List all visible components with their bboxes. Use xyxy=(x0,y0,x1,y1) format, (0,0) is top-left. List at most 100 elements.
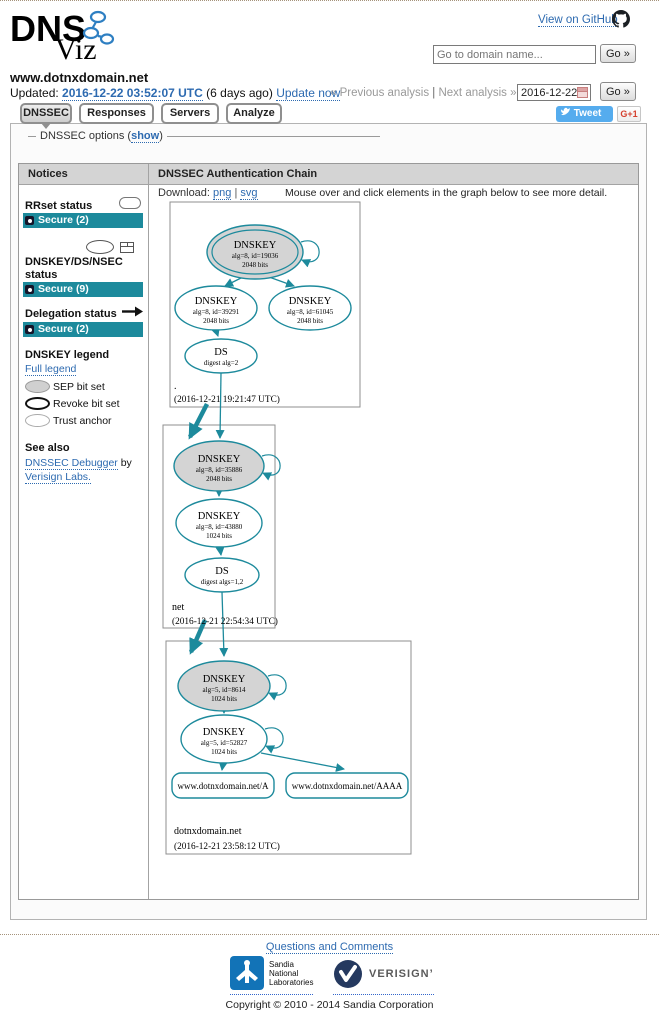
download-png-link[interactable]: png xyxy=(213,187,232,200)
zone-timestamp-dotnxdomain: (2016-12-21 23:58:12 UTC) xyxy=(174,841,280,852)
svg-text:www.dotnxdomain.net/AAAA: www.dotnxdomain.net/AAAA xyxy=(292,781,403,791)
edge-net-ds-to-dnskey[interactable] xyxy=(219,591,229,657)
svg-text:DS: DS xyxy=(214,347,228,358)
zone-root: DNSKEY alg=8, id=19036 2048 bits DNSKEY … xyxy=(174,224,352,405)
date-go-button[interactable]: Go » xyxy=(600,82,636,101)
header-divider xyxy=(0,0,659,1)
dnskey-node-root-zsk2[interactable]: DNSKEY alg=8, id=61045 2048 bits xyxy=(268,285,352,331)
full-legend-link[interactable]: Full legend xyxy=(25,363,77,376)
verisign-logo xyxy=(334,960,362,988)
self-loop-icon xyxy=(267,674,287,701)
svg-text:DNSKEY: DNSKEY xyxy=(203,674,246,685)
edge-ksk-to-zsk1[interactable] xyxy=(224,276,244,287)
edge-root-delegation[interactable] xyxy=(187,402,210,440)
verisign-labs-link[interactable]: Verisign Labs. xyxy=(25,471,91,484)
delegation-status-title: Delegation status xyxy=(25,308,117,320)
updated-time-link[interactable]: 2016-12-22 03:52:07 UTC xyxy=(62,86,203,101)
tab-responses[interactable]: Responses xyxy=(79,103,154,124)
edge-zsk-to-ds[interactable] xyxy=(211,326,220,337)
svg-text:alg=8, id=61045: alg=8, id=61045 xyxy=(287,308,334,316)
edge-root-ds-to-net-dnskey[interactable] xyxy=(215,372,225,439)
dnssec-chain-graph[interactable]: DNSKEY alg=8, id=19036 2048 bits DNSKEY … xyxy=(150,196,630,896)
download-svg-link[interactable]: svg xyxy=(240,187,258,200)
dnskey-node-net-ksk[interactable]: DNSKEY alg=8, id=35886 2048 bits xyxy=(173,440,265,492)
previous-analysis-link[interactable]: « Previous analysis xyxy=(330,87,430,99)
fieldset-line-right xyxy=(166,135,380,137)
legend-item-sep: SEP bit set xyxy=(25,380,105,394)
self-loop-icon xyxy=(300,240,320,268)
svg-text:1024 bits: 1024 bits xyxy=(211,695,237,703)
logo-dns-text: DNS xyxy=(10,8,86,49)
svg-text:DNSKEY: DNSKEY xyxy=(289,296,332,307)
zone-timestamp-root: (2016-12-21 19:21:47 UTC) xyxy=(174,394,280,405)
svg-text:DNSKEY: DNSKEY xyxy=(234,240,277,251)
twitter-bird-icon xyxy=(561,107,570,116)
edge-zsk-to-ds[interactable] xyxy=(215,546,225,556)
update-now-link[interactable]: Update now xyxy=(276,86,341,101)
svg-text:digest alg=2: digest alg=2 xyxy=(204,359,239,367)
zone-name-root: . xyxy=(174,381,177,392)
options-show-link[interactable]: show xyxy=(131,130,160,143)
status-dot-icon xyxy=(25,285,34,294)
svg-text:1024 bits: 1024 bits xyxy=(211,748,237,756)
dnskey-legend-title: DNSKEY legend xyxy=(25,349,110,361)
calendar-icon[interactable] xyxy=(577,87,588,98)
next-analysis-link[interactable]: Next analysis » xyxy=(438,87,517,99)
status-dot-icon xyxy=(25,216,34,225)
svg-text:DNSKEY: DNSKEY xyxy=(195,296,238,307)
svg-text:www.dotnxdomain.net/A: www.dotnxdomain.net/A xyxy=(178,781,269,791)
edge-zsk-to-rrset-aaaa[interactable] xyxy=(260,752,345,772)
questions-comments-link[interactable]: Questions and Comments xyxy=(265,941,394,954)
svg-text:DNSKEY: DNSKEY xyxy=(198,454,241,465)
dnskey-node-dotnx-ksk[interactable]: DNSKEY alg=5, id=8614 1024 bits xyxy=(177,660,271,712)
svg-text:alg=8, id=39291: alg=8, id=39291 xyxy=(193,308,240,316)
rrset-status-badge[interactable]: Secure (2) xyxy=(23,213,143,228)
svg-text:alg=5, id=52827: alg=5, id=52827 xyxy=(201,739,248,747)
search-go-button[interactable]: Go » xyxy=(600,44,636,63)
sandia-logo xyxy=(230,956,264,990)
svg-text:digest algs=1,2: digest algs=1,2 xyxy=(201,578,244,586)
tab-dnssec[interactable]: DNSSEC xyxy=(20,103,72,124)
gplus-button[interactable]: G+1 xyxy=(617,106,641,122)
edge-ksk-to-zsk2[interactable] xyxy=(268,276,295,288)
svg-text:2048 bits: 2048 bits xyxy=(206,475,232,483)
self-loop-icon xyxy=(261,454,281,481)
tab-analyze[interactable]: Analyze xyxy=(226,103,282,124)
zone-net: DNSKEY alg=8, id=35886 2048 bits DNSKEY … xyxy=(172,440,281,627)
panel-header: Notices DNSSEC Authentication Chain xyxy=(19,164,638,185)
dnskey-node-root-zsk1[interactable]: DNSKEY alg=8, id=39291 2048 bits xyxy=(174,285,258,331)
options-label-prefix: DNSSEC options ( xyxy=(40,130,132,142)
download-label: Download: xyxy=(158,187,210,199)
ds-node-root[interactable]: DS digest alg=2 xyxy=(184,338,258,374)
delegation-status-badge[interactable]: Secure (2) xyxy=(23,322,143,337)
github-icon[interactable] xyxy=(612,10,630,28)
zone-name-net: net xyxy=(172,602,184,613)
self-loop-icon xyxy=(264,727,284,754)
rrset-node-a[interactable]: www.dotnxdomain.net/A xyxy=(171,772,275,799)
verisign-logo-link[interactable]: VERISIGN’ xyxy=(333,959,434,995)
sandia-line-2: National xyxy=(269,968,299,978)
analysis-date-input[interactable] xyxy=(517,84,591,101)
dnskey-node-net-zsk[interactable]: DNSKEY alg=8, id=43880 1024 bits xyxy=(175,498,263,548)
ds-node-net[interactable]: DS digest algs=1,2 xyxy=(184,557,260,593)
tab-servers[interactable]: Servers xyxy=(161,103,219,124)
dnskey-status-badge[interactable]: Secure (9) xyxy=(23,282,143,297)
dnskey-node-dotnx-zsk[interactable]: DNSKEY alg=5, id=52827 1024 bits xyxy=(180,714,268,764)
edge-zsk-to-rrset-a[interactable] xyxy=(218,761,228,771)
tweet-button[interactable]: Tweet xyxy=(556,106,613,122)
analysis-separator: | xyxy=(432,87,436,99)
sandia-line-3: Laboratories xyxy=(269,977,314,987)
revoke-bit-swatch-icon xyxy=(25,397,50,410)
trust-anchor-swatch-icon xyxy=(25,414,50,427)
search-input[interactable] xyxy=(433,45,596,64)
dnskey-node-root-ksk[interactable]: DNSKEY alg=8, id=19036 2048 bits xyxy=(206,224,304,280)
dnssec-debugger-link[interactable]: DNSSEC Debugger xyxy=(25,457,118,470)
svg-text:alg=8, id=43880: alg=8, id=43880 xyxy=(196,523,243,531)
svg-text:DNSKEY: DNSKEY xyxy=(198,511,241,522)
sandia-logo-link[interactable]: Sandia National Laboratories xyxy=(230,956,314,995)
edge-net-delegation[interactable] xyxy=(188,619,208,655)
view-on-github-link[interactable]: View on GitHub xyxy=(538,14,618,27)
svg-text:alg=5, id=8614: alg=5, id=8614 xyxy=(203,686,246,694)
legend-item-revoke: Revoke bit set xyxy=(25,397,120,411)
rrset-node-aaaa[interactable]: www.dotnxdomain.net/AAAA xyxy=(285,772,409,799)
